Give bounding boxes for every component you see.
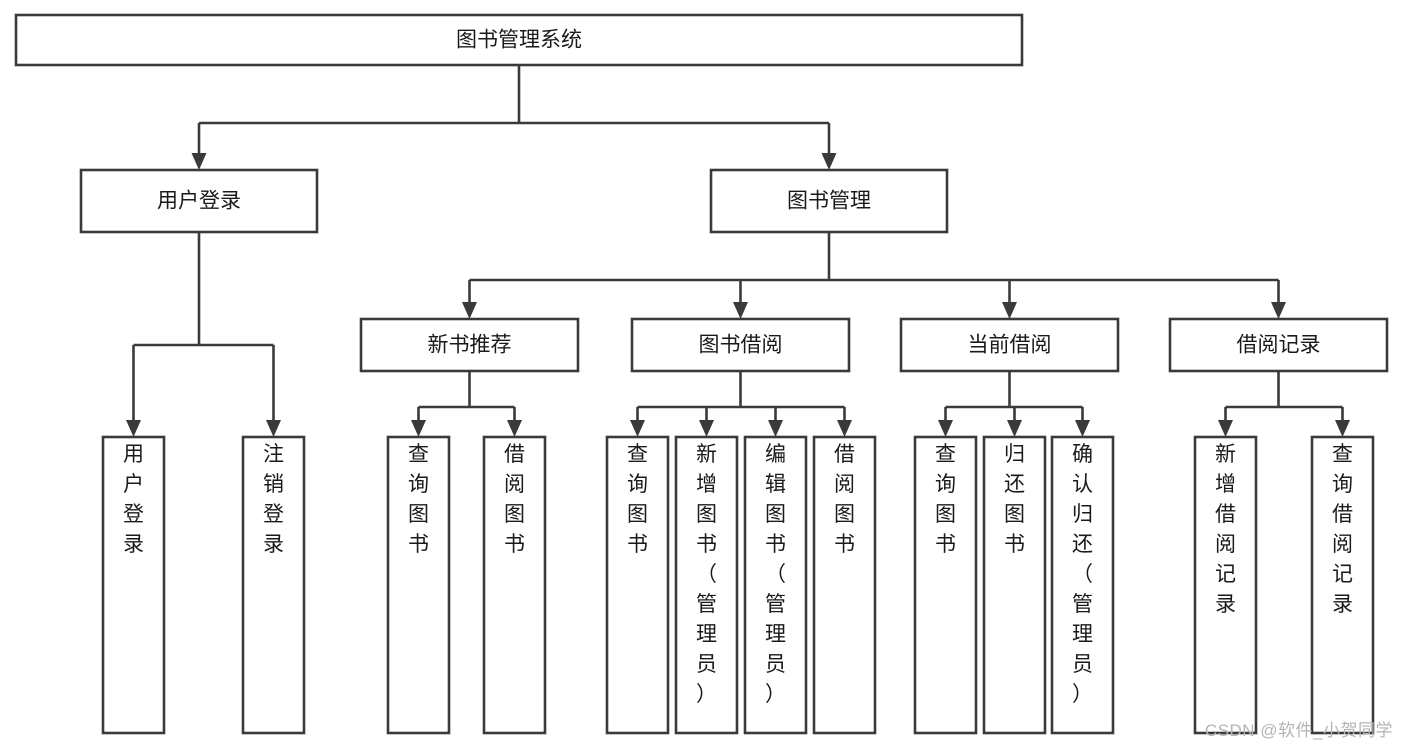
connector-layer bbox=[126, 65, 1350, 437]
arrow-head-icon bbox=[733, 302, 748, 319]
node-box bbox=[913, 435, 978, 735]
arrow-head-icon bbox=[699, 420, 714, 437]
node-borrow-add-book[interactable]: 新增图书（管理员） bbox=[674, 435, 739, 735]
node-label: 用户登录 bbox=[157, 190, 241, 213]
node-box bbox=[743, 435, 808, 735]
node-label: 注销登录 bbox=[263, 443, 284, 556]
arrow-head-icon bbox=[938, 420, 953, 437]
node-box bbox=[674, 435, 739, 735]
arrow-head-icon bbox=[1007, 420, 1022, 437]
node-book-borrow[interactable]: 图书借阅 bbox=[630, 317, 851, 373]
node-label: 查询图书 bbox=[408, 443, 429, 556]
arrow-head-icon bbox=[1218, 420, 1233, 437]
node-label: 用户登录 bbox=[123, 443, 144, 556]
node-label: 新书推荐 bbox=[428, 334, 512, 357]
node-recommend-borrow-book[interactable]: 借阅图书 bbox=[482, 435, 547, 735]
node-borrow-records[interactable]: 借阅记录 bbox=[1168, 317, 1389, 373]
node-label: 确认归还（管理员） bbox=[1072, 443, 1093, 706]
node-box bbox=[482, 435, 547, 735]
arrow-head-icon bbox=[507, 420, 522, 437]
node-box bbox=[386, 435, 451, 735]
node-box bbox=[630, 317, 851, 373]
node-book-management[interactable]: 图书管理 bbox=[709, 168, 949, 234]
arrow-head-icon bbox=[821, 153, 837, 170]
arrow-head-icon bbox=[126, 420, 141, 437]
node-box bbox=[1050, 435, 1115, 735]
node-label: 图书管理系统 bbox=[456, 29, 582, 52]
node-label: 查询借阅记录 bbox=[1332, 443, 1353, 616]
node-box bbox=[1168, 317, 1389, 373]
arrow-head-icon bbox=[411, 420, 426, 437]
node-box bbox=[1310, 435, 1375, 735]
node-label: 查询图书 bbox=[627, 443, 648, 556]
node-label: 归还图书 bbox=[1004, 443, 1025, 556]
arrow-head-icon bbox=[1335, 420, 1350, 437]
node-record-query[interactable]: 查询借阅记录 bbox=[1310, 435, 1375, 735]
node-box bbox=[14, 13, 1024, 67]
node-user-login-leaf[interactable]: 用户登录 bbox=[101, 435, 166, 735]
arrow-head-icon bbox=[1075, 420, 1090, 437]
node-label: 借阅图书 bbox=[834, 443, 855, 556]
node-new-book-recommend[interactable]: 新书推荐 bbox=[359, 317, 580, 373]
node-user-login[interactable]: 用户登录 bbox=[79, 168, 319, 234]
arrow-head-icon bbox=[630, 420, 645, 437]
arrow-head-icon bbox=[266, 420, 281, 437]
node-recommend-query-book[interactable]: 查询图书 bbox=[386, 435, 451, 735]
arrow-head-icon bbox=[1271, 302, 1286, 319]
node-current-confirm-return[interactable]: 确认归还（管理员） bbox=[1050, 435, 1115, 735]
arrow-head-icon bbox=[1002, 302, 1017, 319]
node-record-add[interactable]: 新增借阅记录 bbox=[1193, 435, 1258, 735]
node-box bbox=[241, 435, 306, 735]
node-box bbox=[709, 168, 949, 234]
node-box bbox=[359, 317, 580, 373]
node-label: 编辑图书（管理员） bbox=[765, 443, 786, 706]
node-label: 借阅记录 bbox=[1237, 334, 1321, 357]
node-box bbox=[899, 317, 1120, 373]
node-box bbox=[812, 435, 877, 735]
arrow-head-icon bbox=[768, 420, 783, 437]
node-box bbox=[982, 435, 1047, 735]
node-label: 新增图书（管理员） bbox=[696, 443, 717, 706]
node-label: 图书管理 bbox=[787, 190, 871, 213]
node-box bbox=[605, 435, 670, 735]
arrow-head-icon bbox=[462, 302, 477, 319]
node-label: 当前借阅 bbox=[968, 334, 1052, 357]
node-borrow-query-book[interactable]: 查询图书 bbox=[605, 435, 670, 735]
node-borrow-borrow-book[interactable]: 借阅图书 bbox=[812, 435, 877, 735]
csdn-watermark: CSDN @软件_小贺同学 bbox=[1204, 721, 1393, 740]
node-current-return-book[interactable]: 归还图书 bbox=[982, 435, 1047, 735]
node-user-logout-leaf[interactable]: 注销登录 bbox=[241, 435, 306, 735]
node-label: 图书借阅 bbox=[699, 334, 783, 357]
node-borrow-edit-book[interactable]: 编辑图书（管理员） bbox=[743, 435, 808, 735]
node-box bbox=[101, 435, 166, 735]
node-box bbox=[1193, 435, 1258, 735]
arrow-head-icon bbox=[837, 420, 852, 437]
node-box bbox=[79, 168, 319, 234]
node-current-query-book[interactable]: 查询图书 bbox=[913, 435, 978, 735]
node-layer: 图书管理系统用户登录用户登录注销登录图书管理新书推荐查询图书借阅图书图书借阅查询… bbox=[14, 13, 1389, 735]
node-label: 查询图书 bbox=[935, 443, 956, 556]
arrow-head-icon bbox=[191, 153, 207, 170]
node-label: 借阅图书 bbox=[504, 443, 525, 556]
node-current-borrow[interactable]: 当前借阅 bbox=[899, 317, 1120, 373]
node-label: 新增借阅记录 bbox=[1215, 443, 1236, 616]
node-root[interactable]: 图书管理系统 bbox=[14, 13, 1024, 67]
